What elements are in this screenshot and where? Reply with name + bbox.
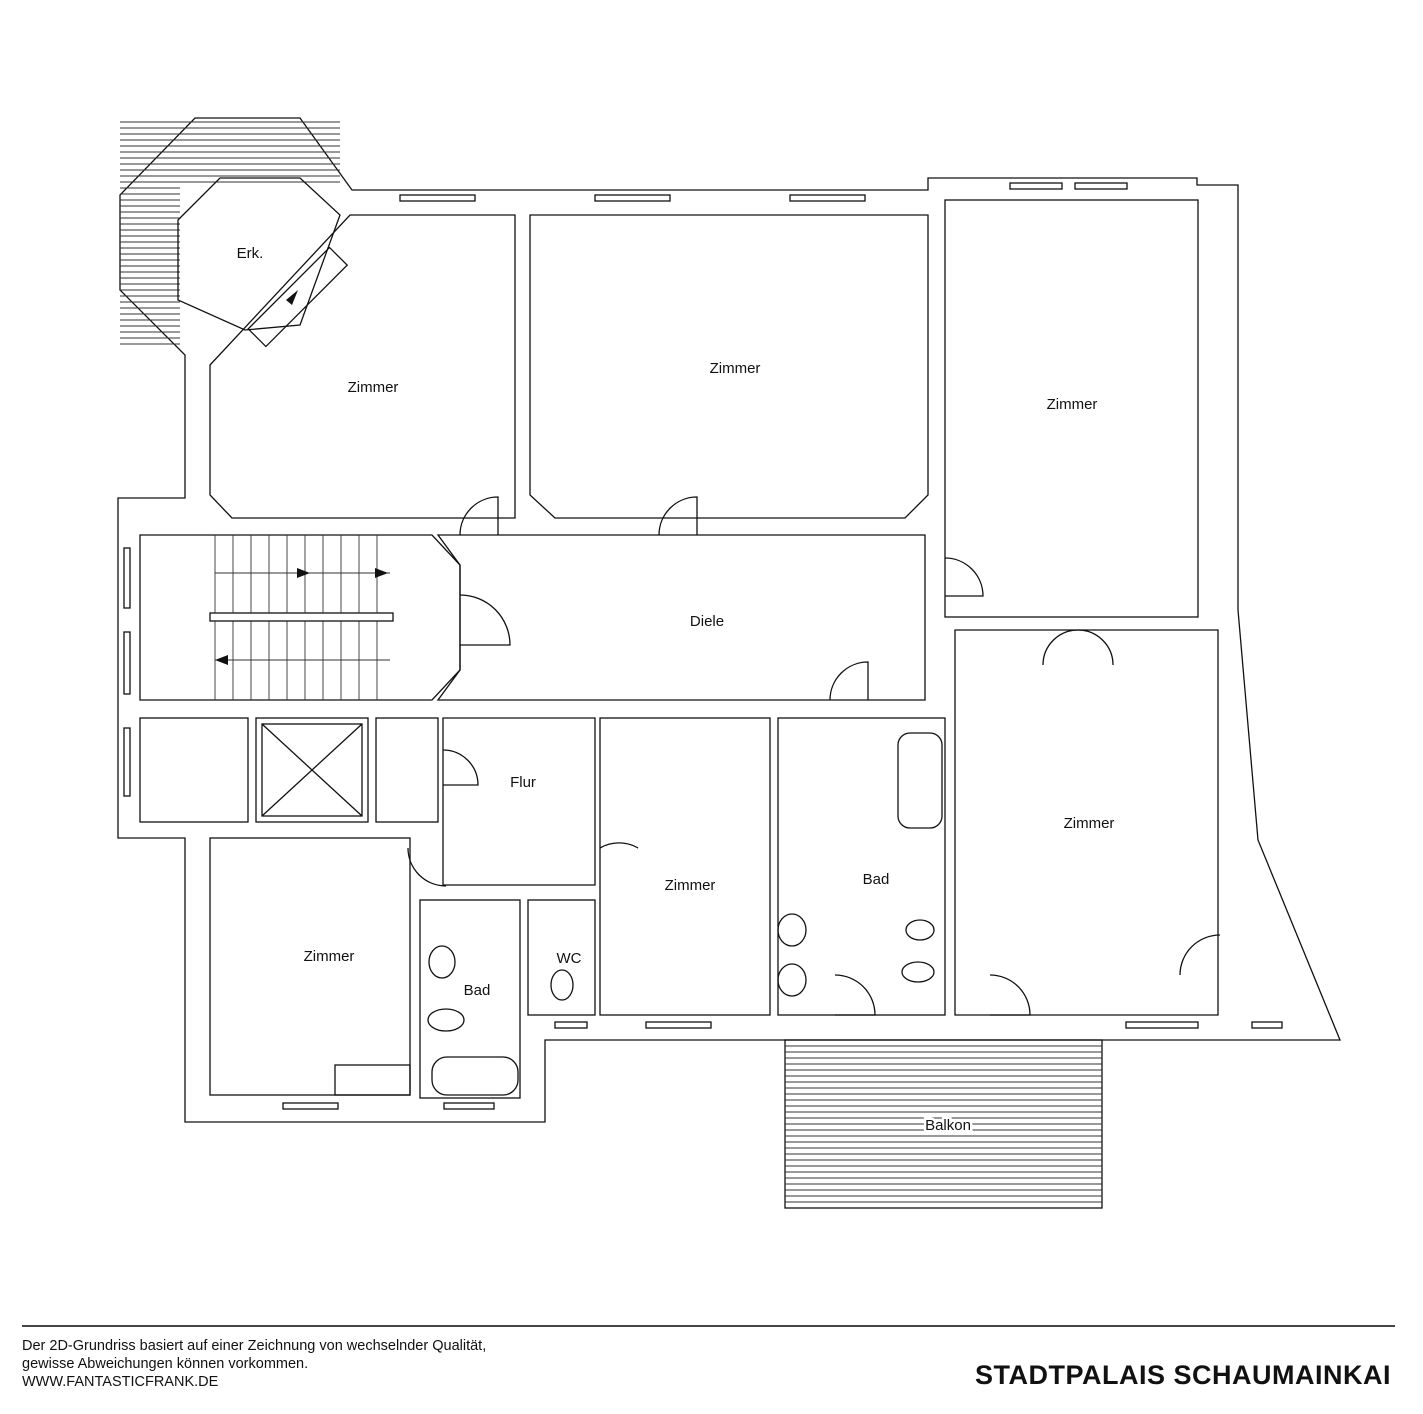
door [834, 974, 876, 1016]
label-zimmer: Zimmer [710, 360, 761, 377]
door [459, 594, 511, 646]
room-zimmer-right [954, 629, 1219, 1016]
room-bad-small [419, 899, 521, 1099]
room-diele [436, 534, 926, 701]
label-wc: WC [557, 950, 582, 967]
outer-wall [117, 117, 1341, 1123]
erker-door-frame [247, 246, 349, 348]
label-erker: Erk. [237, 245, 264, 262]
disclaimer-line: Der 2D-Grundriss basiert auf einer Zeich… [22, 1338, 487, 1354]
toilet [427, 1008, 465, 1032]
label-zimmer: Zimmer [304, 948, 355, 965]
door [989, 974, 1031, 1016]
label-zimmer: Zimmer [348, 379, 399, 396]
toilet [550, 969, 574, 1001]
room-zimmer-bottom-left [209, 837, 411, 1096]
toilet [901, 961, 935, 983]
room-zimmer-top-left [209, 214, 516, 519]
website-link[interactable]: WWW.FANTASTICFRANK.DE [22, 1374, 219, 1390]
footer-divider [22, 1325, 1395, 1327]
label-bad: Bad [863, 871, 890, 888]
windows [123, 182, 1283, 1110]
bathtub [897, 732, 943, 829]
footer-disclaimer: Der 2D-Grundriss basiert auf einer Zeich… [22, 1337, 486, 1391]
property-title: STADTPALAIS SCHAUMAINKAI [975, 1360, 1391, 1390]
arrow-icon [297, 568, 310, 578]
erker-terrace [120, 121, 340, 345]
room-zimmer-top-mid [529, 214, 929, 519]
washbasin [777, 913, 807, 947]
label-zimmer: Zimmer [1064, 815, 1115, 832]
door [944, 557, 984, 597]
label-balkon: Balkon [925, 1117, 971, 1134]
staircase [139, 534, 461, 701]
label-zimmer: Zimmer [665, 877, 716, 894]
room-service [139, 717, 249, 823]
disclaimer-line: gewisse Abweichungen können vorkommen. [22, 1356, 309, 1372]
washbasin [428, 945, 456, 979]
erker-room [177, 177, 341, 331]
door [459, 496, 499, 536]
bathtub [431, 1056, 519, 1096]
washbasin [777, 963, 807, 997]
label-diele: Diele [690, 613, 724, 630]
kitchen-sink [334, 1064, 411, 1096]
door [829, 661, 869, 701]
label-bad: Bad [464, 982, 491, 999]
door [1042, 629, 1114, 666]
balkon [784, 1039, 1103, 1209]
arrow-icon [286, 290, 298, 305]
door [1179, 934, 1221, 976]
room-zimmer-mid [599, 717, 771, 1016]
door [442, 749, 479, 786]
door [407, 847, 447, 887]
label-zimmer: Zimmer [1047, 396, 1098, 413]
door [599, 842, 639, 849]
room-storage [375, 717, 439, 823]
room-zimmer-top-right [944, 199, 1199, 618]
arrow-icon [375, 568, 388, 578]
label-flur: Flur [510, 774, 536, 791]
arrow-icon [215, 655, 228, 665]
door [658, 496, 698, 536]
elevator [255, 717, 369, 823]
room-flur [442, 717, 596, 886]
room-wc [527, 899, 596, 1016]
bidet [905, 919, 935, 941]
